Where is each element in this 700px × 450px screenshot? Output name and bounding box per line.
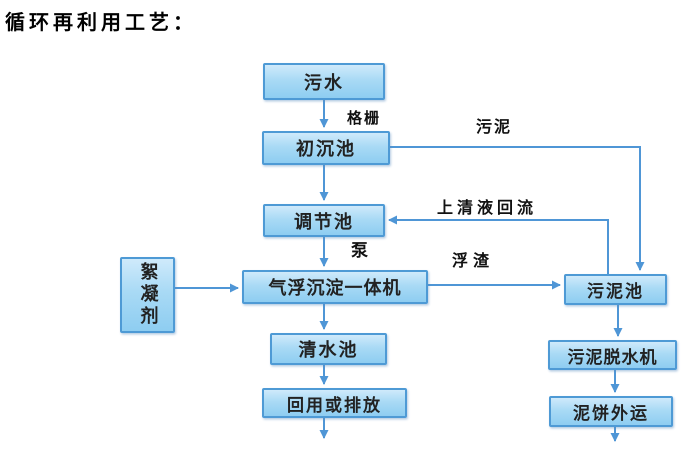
node-sludge-dewatering-machine: 污泥脱水机 xyxy=(548,340,677,370)
node-sludge-tank: 污泥池 xyxy=(564,274,667,305)
node-regulating-tank: 调节池 xyxy=(263,204,385,237)
node-flocculant: 絮凝剂 xyxy=(120,257,175,333)
node-primary-sedimentation-tank: 初沉池 xyxy=(262,131,390,165)
node-sewage-label: 污水 xyxy=(304,72,344,94)
node-primary-tank-label: 初沉池 xyxy=(296,139,356,160)
node-daf-unit-label: 气浮沉淀一体机 xyxy=(268,278,402,299)
node-clean-tank-label: 清水池 xyxy=(298,340,359,361)
node-cake-out-label: 泥饼外运 xyxy=(573,404,649,424)
node-flocculant-label: 絮凝剂 xyxy=(137,262,159,328)
node-dewatering-label: 污泥脱水机 xyxy=(567,347,658,368)
edge-label-pump: 泵 xyxy=(351,241,370,261)
node-reuse-or-discharge: 回用或排放 xyxy=(262,388,407,418)
node-daf-sedimentation-unit: 气浮沉淀一体机 xyxy=(242,270,428,304)
node-clean-water-tank: 清水池 xyxy=(270,333,387,365)
edge-label-sludge: 污泥 xyxy=(476,117,513,136)
edge-label-supernatant-return: 上清液回流 xyxy=(437,198,538,217)
edge-sludge-tank-to-regulating xyxy=(388,215,609,274)
node-regulating-tank-label: 调节池 xyxy=(294,211,354,233)
node-mud-cake-transport: 泥饼外运 xyxy=(549,396,673,427)
edge-label-scum: 浮渣 xyxy=(452,251,495,270)
node-reuse-discharge-label: 回用或排放 xyxy=(287,395,382,416)
edge-primary-to-sludge-tank xyxy=(390,146,645,271)
node-sludge-tank-label: 污泥池 xyxy=(587,282,644,302)
edge-label-grid-screen: 格栅 xyxy=(347,109,382,127)
page-title: 循环再利用工艺： xyxy=(5,10,197,34)
node-sewage: 污水 xyxy=(263,63,385,100)
